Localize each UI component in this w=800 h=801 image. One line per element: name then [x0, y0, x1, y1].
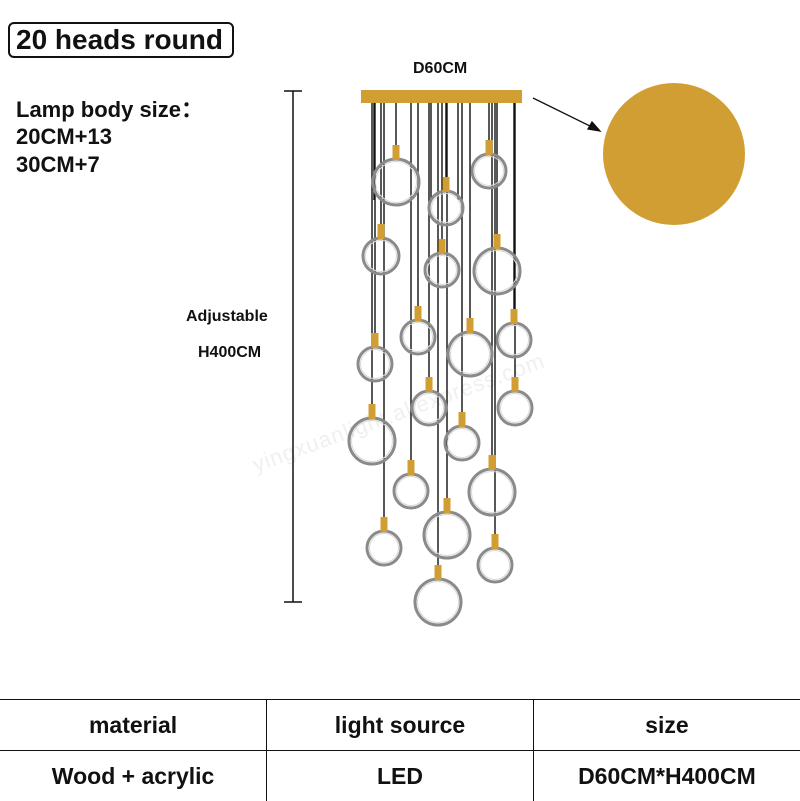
acrylic-ring-inner [475, 157, 504, 186]
acrylic-ring-inner [404, 323, 433, 352]
acrylic-ring-inner [366, 241, 397, 272]
ring-holder [443, 177, 450, 192]
acrylic-ring-inner [451, 335, 490, 374]
acrylic-ring [412, 391, 446, 425]
acrylic-ring [469, 469, 515, 515]
header-material: material [0, 700, 267, 751]
acrylic-ring-inner [477, 251, 518, 292]
ring-holder [444, 498, 451, 513]
pendant-ring [497, 309, 531, 357]
acrylic-ring-inner [361, 350, 390, 379]
acrylic-ring-inner [370, 534, 399, 563]
chandelier-illustration [0, 0, 800, 700]
spec-table-value-row: Wood + acrylic LED D60CM*H400CM [0, 751, 800, 801]
ring-holder [393, 145, 400, 160]
acrylic-ring-inner [415, 394, 444, 423]
ring-holder [372, 333, 379, 348]
ceiling-canopy [361, 90, 522, 103]
pendant-ring [424, 498, 470, 558]
pendant-ring [412, 377, 446, 425]
acrylic-ring-inner [352, 421, 393, 462]
acrylic-ring [472, 154, 506, 188]
pendant-ring [445, 412, 479, 460]
ring-holder [426, 377, 433, 392]
pendant-ring [415, 565, 461, 625]
canopy-top-view-disc [603, 83, 745, 225]
pendant-ring [349, 404, 395, 464]
acrylic-ring [474, 248, 520, 294]
height-dimension-line [284, 91, 302, 602]
ring-holder [415, 306, 422, 321]
pendant-ring [367, 517, 401, 565]
acrylic-ring [498, 391, 532, 425]
pendant-ring [474, 234, 520, 294]
ring-holder [408, 460, 415, 475]
pendant-ring [425, 239, 459, 287]
acrylic-ring-inner [501, 394, 530, 423]
acrylic-ring-inner [500, 326, 529, 355]
pendant-ring [498, 377, 532, 425]
ring-holder [381, 517, 388, 532]
pendant-ring [469, 455, 515, 515]
acrylic-ring-inner [427, 515, 468, 556]
ring-holder [435, 565, 442, 580]
ring-holder [512, 377, 519, 392]
acrylic-ring [358, 347, 392, 381]
acrylic-ring [448, 332, 492, 376]
acrylic-ring [394, 474, 428, 508]
ring-holder [439, 239, 446, 254]
acrylic-ring-inner [397, 477, 426, 506]
ring-holder [492, 534, 499, 549]
acrylic-ring-inner [428, 256, 457, 285]
pendant-ring [373, 145, 419, 205]
value-size: D60CM*H400CM [533, 751, 800, 801]
ring-holder [378, 224, 385, 239]
value-light-source: LED [267, 751, 534, 801]
pendant-ring [363, 224, 399, 274]
header-light-source: light source [267, 700, 534, 751]
ring-holder [486, 140, 493, 155]
value-material: Wood + acrylic [0, 751, 267, 801]
acrylic-ring [363, 238, 399, 274]
pendant-ring [401, 306, 435, 354]
acrylic-ring [425, 253, 459, 287]
ring-holder [489, 455, 496, 470]
pendant-ring [478, 534, 512, 582]
acrylic-ring-inner [448, 429, 477, 458]
acrylic-ring [497, 323, 531, 357]
pendant-ring [472, 140, 506, 188]
acrylic-ring [401, 320, 435, 354]
ring-holder [467, 318, 474, 333]
pendant-ring [448, 318, 492, 376]
header-size: size [533, 700, 800, 751]
acrylic-ring [429, 191, 463, 225]
pendant-ring [358, 333, 392, 381]
acrylic-ring [349, 418, 395, 464]
spec-table: material light source size Wood + acryli… [0, 699, 800, 801]
pendant-rings [349, 140, 532, 625]
acrylic-ring [424, 512, 470, 558]
pointer-arrow [533, 98, 600, 131]
acrylic-ring-inner [472, 472, 513, 513]
ring-holder [459, 412, 466, 427]
acrylic-ring [415, 579, 461, 625]
ring-holder [369, 404, 376, 419]
acrylic-ring-inner [481, 551, 510, 580]
acrylic-ring [373, 159, 419, 205]
ring-holder [511, 309, 518, 324]
acrylic-ring-inner [432, 194, 461, 223]
spec-table-header-row: material light source size [0, 700, 800, 751]
pendant-ring [394, 460, 428, 508]
ring-holder [494, 234, 501, 249]
acrylic-ring [367, 531, 401, 565]
acrylic-ring [478, 548, 512, 582]
acrylic-ring [445, 426, 479, 460]
acrylic-ring-inner [418, 582, 459, 623]
